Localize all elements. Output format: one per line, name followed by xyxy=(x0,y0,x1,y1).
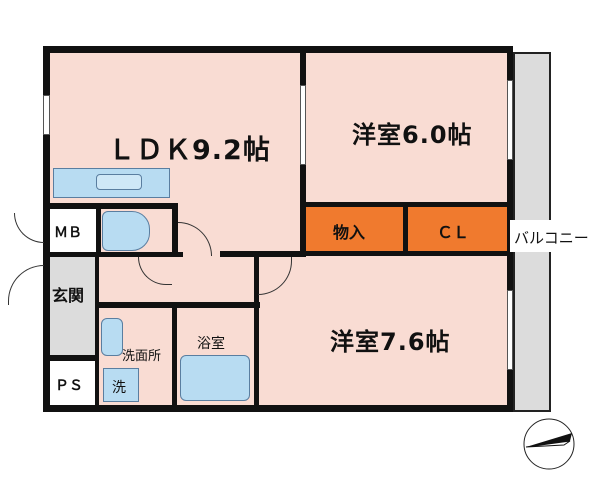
sink-basin-icon xyxy=(101,318,123,356)
wall-ldk-bottom xyxy=(220,251,306,257)
ldk-label: ＬＤＫ9.2帖 xyxy=(108,135,271,166)
hallway xyxy=(98,255,258,303)
wall-ps-top xyxy=(43,355,99,361)
wall-bath-left xyxy=(172,302,177,410)
wall-bath-right xyxy=(254,255,259,410)
wall-toilet-right xyxy=(172,203,178,257)
wall-ldk-bottom-left xyxy=(43,203,178,209)
western-room-2 xyxy=(255,255,510,407)
window-western2-right xyxy=(507,290,513,370)
wall-ps-right xyxy=(95,355,99,409)
bath-label: 浴室 xyxy=(197,336,225,352)
north-arrow-icon xyxy=(520,415,578,473)
sink-icon xyxy=(96,174,142,190)
mb-label: ＭＢ xyxy=(54,225,82,241)
wall-wet-top xyxy=(95,302,260,308)
wall-mb-right xyxy=(96,203,101,257)
outer-wall-left xyxy=(43,46,50,412)
ps-label: ＰＳ xyxy=(55,378,83,394)
window-western-right xyxy=(507,80,513,160)
western-room-1 xyxy=(305,52,510,205)
entrance-label: 玄関 xyxy=(52,286,85,305)
walk-closet xyxy=(408,206,508,252)
closet-label: ＣＬ xyxy=(437,223,470,242)
storage-closet xyxy=(306,206,404,252)
wall-hall-top xyxy=(43,252,183,257)
western2-label: 洋室7.6帖 xyxy=(330,328,451,356)
window-ldk-inner xyxy=(300,85,306,165)
wall-closet-bottom xyxy=(300,251,512,256)
wall-closet-left xyxy=(300,202,306,256)
toilet-icon xyxy=(102,211,150,251)
wall-closet-mid xyxy=(403,202,408,256)
washer-label: 洗 xyxy=(112,380,126,396)
washer-box xyxy=(103,368,139,402)
outer-wall-top xyxy=(43,46,513,53)
mb-box xyxy=(50,208,100,254)
window-ldk-left xyxy=(43,95,50,135)
outer-wall-bottom xyxy=(43,405,513,412)
balcony-label: バルコニー xyxy=(514,229,589,247)
western1-label: 洋室6.0帖 xyxy=(352,121,473,149)
balcony-label-bg xyxy=(510,220,606,252)
door-entrance-swing xyxy=(8,265,44,305)
bathtub-icon xyxy=(180,355,250,401)
entrance-area xyxy=(50,255,98,355)
door-mb-swing xyxy=(14,213,44,243)
washroom-label: 洗面所 xyxy=(122,349,162,364)
storage-label: 物入 xyxy=(333,223,366,242)
ps-box xyxy=(50,360,96,406)
